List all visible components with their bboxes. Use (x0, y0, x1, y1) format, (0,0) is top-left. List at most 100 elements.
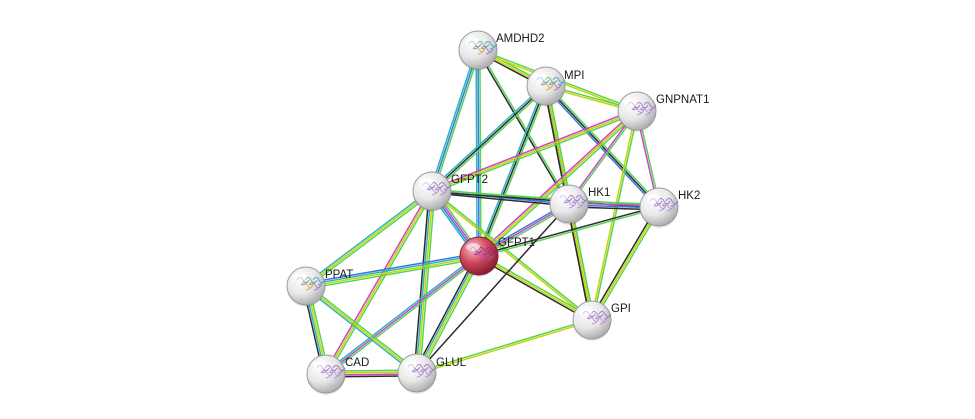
evidence-line (305, 258, 481, 290)
evidence-line (432, 86, 549, 194)
edge-ppat-glul[interactable] (304, 283, 419, 376)
protein-structure-icon (559, 195, 589, 209)
edge-gfpt1-cad[interactable] (324, 253, 481, 377)
node-sphere (459, 236, 499, 276)
node-gpi[interactable] (572, 300, 612, 341)
node-amdhd2[interactable] (458, 30, 498, 71)
node-glul[interactable] (397, 353, 437, 394)
edge-gnpnat1-gpi[interactable] (590, 110, 639, 321)
edge-gfpt1-ppat[interactable] (304, 252, 481, 290)
evidence-line (429, 83, 546, 191)
evidence-line (476, 108, 637, 256)
evidence-line (589, 205, 659, 320)
node-sphere (412, 171, 452, 211)
edge-hk2-gpi[interactable] (589, 205, 662, 322)
edge-amdhd2-hk1[interactable] (476, 48, 571, 206)
node-highlight (579, 307, 593, 315)
edge-hk1-gpi[interactable] (566, 202, 595, 322)
node-highlight (556, 191, 570, 199)
node-label-gfpt1: GFPT1 (498, 237, 535, 249)
edge-glul-hk1[interactable] (416, 203, 570, 374)
structure-strand (484, 41, 498, 50)
structure-strand (472, 46, 486, 55)
node-cad[interactable] (306, 354, 346, 395)
evidence-line (305, 256, 480, 288)
edge-mpi-gfpt2[interactable] (429, 83, 549, 194)
evidence-line (591, 206, 660, 321)
evidence-line (478, 207, 660, 258)
structure-strand (312, 277, 326, 286)
evidence-line (326, 256, 481, 377)
evidence-line (479, 111, 640, 259)
structure-strand (332, 365, 346, 374)
node-ppat[interactable] (286, 266, 326, 307)
structure-strand (548, 82, 562, 91)
evidence-line (304, 188, 432, 286)
evidence-line (570, 202, 595, 321)
structure-strand (423, 364, 437, 373)
node-highlight (533, 73, 547, 81)
evidence-line (477, 256, 592, 323)
node-sphere (286, 266, 326, 306)
node-hk1[interactable] (549, 184, 589, 225)
edge-gnpnat1-gfpt1[interactable] (476, 108, 640, 259)
node-gfpt1[interactable] (459, 236, 499, 277)
structure-strand (540, 82, 554, 91)
node-sphere (639, 187, 679, 227)
evidence-line (418, 256, 483, 376)
structure-strand (320, 370, 334, 379)
structure-strand (300, 282, 314, 291)
evidence-line (417, 255, 481, 375)
edge-mpi-gfpt1[interactable] (476, 84, 549, 258)
node-gnpnat1[interactable] (617, 91, 657, 132)
structure-strand (552, 77, 566, 86)
node-sphere (526, 66, 566, 106)
node-mpi[interactable] (526, 66, 566, 107)
node-label-gnpnat1: GNPNAT1 (656, 94, 709, 106)
structure-strand (643, 102, 657, 111)
evidence-line (431, 189, 594, 321)
node-hk2[interactable] (639, 187, 679, 228)
node-sphere (397, 353, 437, 393)
evidence-line (476, 84, 545, 257)
node-label-amdhd2: AMDHD2 (496, 33, 545, 45)
node-label-gpi: GPI (611, 303, 631, 315)
node-label-gfpt2: GFPT2 (451, 174, 488, 186)
evidence-line (413, 253, 478, 373)
edge-gfpt1-gpi[interactable] (477, 253, 594, 323)
edge-hk2-gfpt1[interactable] (478, 205, 660, 258)
evidence-line (592, 110, 639, 321)
structure-strand (434, 187, 448, 196)
evidence-line (543, 86, 659, 210)
structure-strand (571, 200, 585, 209)
edge-gfpt1-glul[interactable] (413, 253, 483, 376)
node-label-glul: GLUL (436, 357, 467, 369)
structure-strand (438, 182, 452, 191)
structure-strand (665, 198, 679, 207)
node-label-cad: CAD (345, 357, 369, 369)
edge-mpi-hk2[interactable] (543, 83, 662, 210)
edge-amdhd2-gfpt2[interactable] (429, 48, 481, 193)
node-label-ppat: PPAT (325, 269, 353, 281)
edge-gfpt2-cad[interactable] (323, 189, 435, 376)
structure-strand (485, 247, 499, 256)
node-gfpt2[interactable] (412, 171, 452, 212)
edge-gfpt2-gpi[interactable] (430, 189, 594, 322)
evidence-line (415, 254, 479, 374)
node-sphere (549, 184, 589, 224)
edge-gnpnat1-gfpt2[interactable] (430, 108, 639, 194)
edge-gfpt2-glul[interactable] (413, 190, 436, 374)
structure-strand (473, 252, 487, 261)
edge-glul-gpi[interactable] (415, 318, 594, 375)
node-label-mpi: MPI (564, 70, 584, 82)
edge-gfpt2-ppat[interactable] (304, 188, 434, 289)
structure-strand (411, 369, 425, 378)
structure-strand (639, 107, 653, 116)
evidence-line (306, 191, 434, 289)
evidence-line (431, 49, 479, 192)
evidence-line (479, 49, 482, 257)
node-sphere (572, 300, 612, 340)
protein-structure-icon (649, 198, 679, 212)
